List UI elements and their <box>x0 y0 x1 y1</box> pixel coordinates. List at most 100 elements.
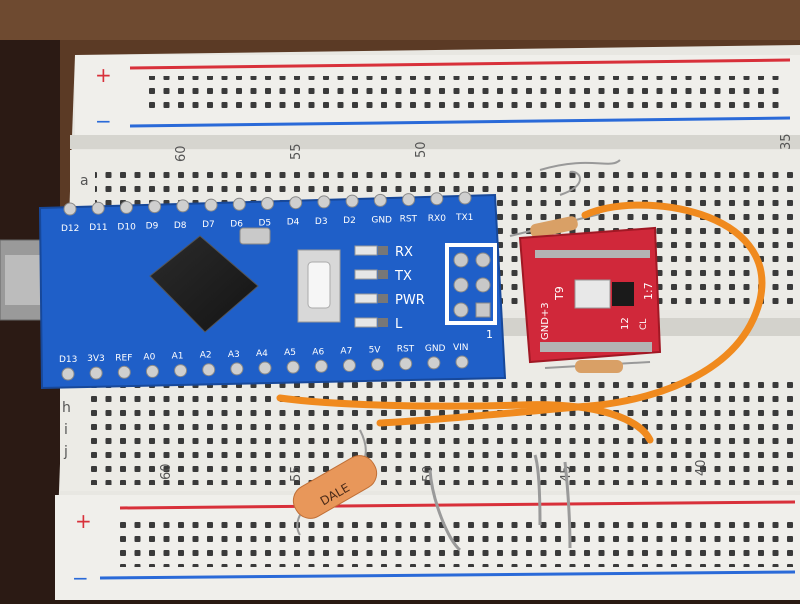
top-pin <box>345 194 359 208</box>
status-led <box>354 317 378 328</box>
top-pin <box>317 195 331 209</box>
bottom-pin <box>427 356 441 370</box>
row-letter-h: h <box>62 400 71 416</box>
top-rail-plus: + <box>95 63 112 87</box>
bottom-pin <box>230 362 244 376</box>
bottom-pin <box>89 366 103 380</box>
bottom-pin-label: A4 <box>256 349 268 359</box>
top-pin-label: D2 <box>343 216 356 226</box>
bottom-pin-label: REF <box>115 353 132 363</box>
bottom-rail-holes <box>120 515 795 567</box>
row-letter-a: a <box>80 173 89 189</box>
row-letter-j: j <box>63 444 68 460</box>
reset-button <box>297 249 341 323</box>
top-pin <box>63 202 77 216</box>
col-num-55-bottom: 55 <box>289 465 304 482</box>
orange-wire-long <box>376 201 766 427</box>
crystal <box>239 227 271 245</box>
gray-wire-1 <box>428 469 462 552</box>
bottom-pin <box>61 367 75 381</box>
gray-wire-2 <box>533 454 542 526</box>
bottom-pin <box>314 359 328 373</box>
top-pin-label: D6 <box>230 219 243 229</box>
top-rail-holes <box>145 76 785 116</box>
status-led <box>354 269 378 280</box>
status-led <box>354 293 378 304</box>
jumper-wire-top <box>539 159 621 171</box>
top-pin <box>232 197 246 211</box>
top-pin-label: D4 <box>287 218 300 228</box>
sensor-label-12: 12 <box>620 317 631 330</box>
top-pin <box>261 197 274 210</box>
top-rail-minus: − <box>95 109 112 133</box>
col-num-50-bottom: 50 <box>421 465 436 482</box>
bottom-pin-label: A1 <box>172 352 184 362</box>
bottom-pin-label: RST <box>397 345 415 355</box>
col-num-35-top: 35 <box>779 133 794 150</box>
bottom-pin-label: A2 <box>200 351 212 361</box>
bottom-pin <box>342 358 356 372</box>
bottom-pin-label: GND <box>425 344 446 354</box>
top-pin <box>289 196 303 210</box>
top-pin-label: RST <box>400 215 418 225</box>
status-led <box>354 245 378 256</box>
led-label: TX <box>394 269 412 284</box>
bottom-rail-red-line <box>119 500 796 510</box>
top-pin-label: D10 <box>117 222 136 232</box>
gray-wire-3 <box>563 461 572 549</box>
top-pin <box>458 191 472 205</box>
top-pin <box>148 200 162 214</box>
bottom-rail-blue-line <box>99 570 796 580</box>
top-rail-blue-line <box>129 116 791 128</box>
bottom-pin <box>286 360 300 374</box>
icsp-pin1-mark: 1 <box>486 328 493 341</box>
top-pin <box>373 193 387 207</box>
top-pin-label: RX0 <box>428 214 446 224</box>
sensor-breakout-board: T9 GND+3 12 1:7 CL <box>518 226 662 364</box>
bottom-terminal-holes <box>90 380 800 485</box>
top-pin <box>176 199 190 213</box>
top-pin-label: D7 <box>202 220 215 230</box>
top-rail-red-line <box>129 58 791 70</box>
top-pin-label: D11 <box>89 223 107 233</box>
dale-capacitor: DALE <box>292 429 378 536</box>
bottom-pin-label: A0 <box>143 352 155 362</box>
col-num-55-top: 55 <box>289 143 304 160</box>
top-pin-label: D5 <box>259 219 272 229</box>
col-num-60-bottom: 60 <box>159 463 174 480</box>
col-num-40-bottom: 40 <box>694 459 709 476</box>
bottom-pin <box>174 364 188 378</box>
led-label: PWR <box>395 293 425 308</box>
bottom-pin-label: 5V <box>369 346 382 356</box>
col-num-50-top: 50 <box>414 141 429 158</box>
resistor-bottom <box>544 360 651 373</box>
bottom-pin <box>399 357 413 371</box>
bottom-pin <box>202 363 216 377</box>
top-pin-label: D12 <box>61 224 79 234</box>
bottom-pin-label: A7 <box>340 346 352 356</box>
bottom-rail-minus: − <box>72 566 89 590</box>
bottom-rail-plus: + <box>75 509 92 533</box>
sensor-label-cl: CL <box>639 319 649 330</box>
bottom-pin <box>258 361 272 375</box>
top-pin <box>204 198 218 212</box>
top-pin-label: GND <box>371 215 392 225</box>
sensor-label-t9: T9 <box>553 286 566 301</box>
bottom-pin-label: A5 <box>284 348 296 358</box>
top-pin-label: TX1 <box>455 213 473 223</box>
top-pin <box>402 193 416 207</box>
atmega-chip <box>149 235 259 333</box>
col-num-60-top: 60 <box>174 145 189 162</box>
bottom-pin <box>145 364 159 378</box>
bottom-pin-label: D13 <box>59 355 77 365</box>
bottom-pin <box>117 365 131 379</box>
sensor-label-17: 1:7 <box>642 282 655 300</box>
top-pin-label: D3 <box>315 217 328 227</box>
row-letter-i: i <box>64 422 68 438</box>
led-label: L <box>395 317 403 332</box>
